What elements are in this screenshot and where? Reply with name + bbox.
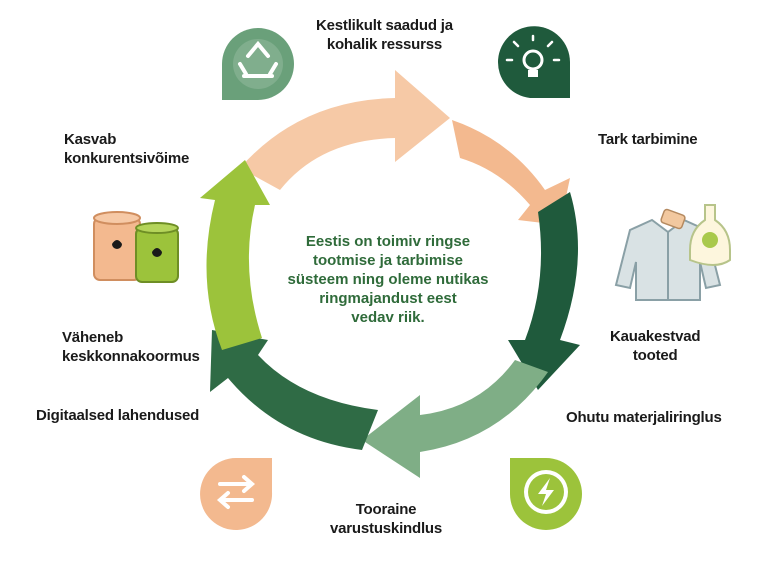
- recycle-icon: [222, 28, 294, 100]
- arrow-segment-right-upper: [452, 120, 570, 225]
- label-competitiveness-grows: Kasvab konkurentsivõime: [64, 131, 190, 167]
- label-sustainable-resource: Kestlikult saadud ja kohalik ressurss: [316, 17, 453, 53]
- label-digital-solutions: Digitaalsed lahendused: [36, 407, 200, 424]
- arrow-segment-bottom-left: [210, 330, 378, 450]
- label-smart-consumption: Tark tarbimine: [598, 131, 698, 148]
- label-reduced-environmental-burden: Väheneb keskkonnakoormus: [62, 329, 200, 365]
- transfer-arrows-icon: [200, 458, 273, 530]
- label-durable-products: Kauakestvad tooted: [610, 328, 701, 364]
- clothing-icon: [614, 204, 731, 301]
- oil-barrels-icon: [93, 211, 179, 283]
- lightning-icon: [510, 458, 582, 530]
- arrow-segment-top: [240, 70, 450, 190]
- arrow-segment-right: [508, 192, 580, 390]
- label-safe-material-cycle: Ohutu materjaliringlus: [566, 409, 722, 426]
- arrow-segment-bottom-right: [362, 360, 548, 478]
- center-vision-text: Eestis on toimiv ringse tootmise ja tarb…: [287, 233, 489, 326]
- lightbulb-icon: [498, 26, 570, 98]
- label-raw-material-security: Tooraine varustuskindlus: [330, 501, 443, 537]
- arrow-segment-left: [200, 160, 270, 350]
